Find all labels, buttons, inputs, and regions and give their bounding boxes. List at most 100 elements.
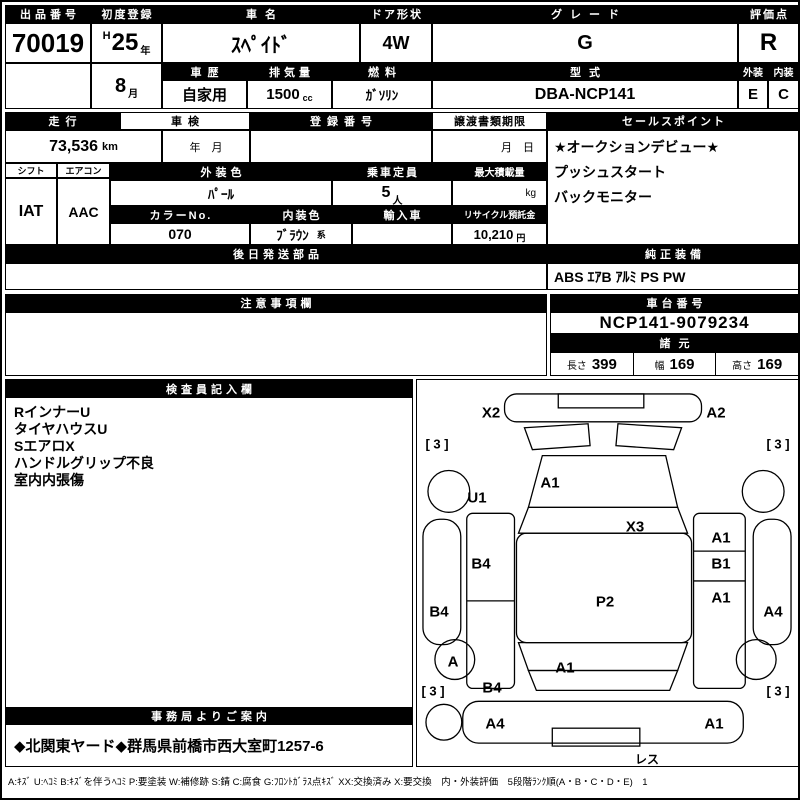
damage-label-sill-left: B4 — [429, 603, 449, 621]
inspector-note-line: RインナーU — [14, 404, 91, 420]
damage-label-quarter-left: B4 — [482, 679, 502, 697]
grade-header: グレード — [432, 5, 738, 23]
capacity-header: 乗車定員 — [332, 163, 452, 180]
damage-label-wheel-rear-left: A — [447, 653, 459, 671]
door-shape-value: 4W — [360, 23, 432, 63]
inspector-note-line: ハンドルグリップ不良 — [14, 455, 154, 471]
height-cell: 高さ 169 — [715, 353, 798, 375]
damage-label-hood: A1 — [540, 474, 560, 492]
rear-plate-shape — [551, 727, 641, 747]
exterior-grade-header: 外装 — [738, 63, 768, 80]
right-sill-shape — [752, 518, 792, 646]
auction-no-value: 70019 — [5, 23, 91, 63]
damage-label-panel-right-front: A1 — [711, 529, 731, 547]
fuel-value: ｶﾞｿﾘﾝ — [332, 80, 432, 109]
recycle-deposit-unit: 円 — [516, 232, 526, 243]
grade-value: G — [432, 23, 738, 63]
inspector-box: 検査員記入欄 RインナーU タイヤハウスU SエアロX ハンドルグリップ不良 室… — [5, 379, 413, 767]
car-name-value: ｽﾍﾟｲﾄﾞ — [162, 23, 360, 63]
damage-label-door-right-rear: A1 — [711, 589, 731, 607]
import-empty-cell — [352, 223, 452, 245]
exterior-grade-value: E — [738, 80, 768, 109]
rear-window-shape — [517, 641, 689, 672]
fuel-header: 燃料 — [332, 63, 432, 80]
height-value: 169 — [757, 355, 783, 373]
recycle-deposit-value: 10,210 — [473, 226, 514, 242]
length-value: 399 — [591, 355, 617, 373]
aircon-value: AAC — [57, 178, 110, 245]
month-suffix: 月 — [128, 88, 139, 100]
reg-year-value: 25 — [111, 29, 139, 56]
damage-label-sill-right: A4 — [763, 603, 783, 621]
inspector-note-line: SエアロX — [14, 438, 75, 454]
roof-shape — [515, 532, 693, 644]
front-plate-shape — [557, 393, 645, 409]
recycle-deposit-header: リサイクル預託金 — [452, 206, 547, 223]
left-sill-shape — [422, 518, 462, 646]
sales-point-line: プッシュスタート — [554, 164, 666, 180]
chassis-no-header: 車台番号 — [550, 294, 798, 312]
displacement-cell: 1500 cc — [247, 80, 332, 109]
length-label: 長さ — [566, 360, 587, 372]
headlight-right-shape — [615, 423, 683, 451]
damage-label-corner-front-right: A2 — [706, 404, 726, 422]
interior-color-header: 内装色 — [250, 206, 352, 223]
capacity-unit: 人 — [392, 195, 403, 207]
sales-point-box: ★オークションデビュー★ プッシュスタート バックモニター — [547, 130, 798, 245]
sales-point-line: バックモニター — [554, 189, 652, 205]
capacity-value: 5 — [381, 184, 391, 201]
inspector-header: 検査員記入欄 — [6, 380, 412, 398]
interior-grade-value: C — [768, 80, 798, 109]
aircon-header: エアコン — [57, 163, 110, 178]
later-parts-empty-cell — [5, 263, 547, 290]
first-reg-year-cell: H 25 年 — [91, 23, 162, 63]
score-value: R — [738, 23, 798, 63]
damage-label-door-left: B4 — [471, 555, 491, 573]
shaken-value: 年 月 — [162, 130, 250, 163]
damage-label-fender-front-left: U1 — [467, 489, 487, 507]
caution-notes-header: 注意事項欄 — [5, 294, 547, 312]
damage-diagram: X2 A2 [ 3 ] [ 3 ] A1 U1 X3 A1 B4 B1 P2 A… — [416, 379, 798, 767]
factory-equipment-header: 純正装備 — [547, 245, 798, 263]
mileage-unit: km — [102, 140, 118, 153]
sales-point-line: ★オークションデビュー★ — [554, 139, 720, 155]
interior-color-value: ﾌﾞﾗｳﾝ — [276, 227, 309, 243]
dimensions-header: 諸元 — [550, 334, 798, 352]
era-letter: H — [102, 30, 111, 42]
transfer-deadline-header: 譲渡書類期限 — [432, 112, 547, 130]
mileage-value: 73,536 — [49, 137, 99, 155]
car-name-header: 車名 — [162, 5, 360, 23]
auction-no-empty-cell — [5, 63, 91, 109]
shaken-header: 車検 — [120, 112, 250, 130]
inspector-note-line: 室内内張傷 — [14, 472, 84, 488]
color-no-header: カラーNo. — [110, 206, 250, 223]
height-label: 高さ — [732, 360, 753, 372]
interior-color-suffix: 系 — [316, 229, 326, 240]
damage-label-roof: P2 — [595, 593, 615, 611]
office-info-header: 事務局よりご案内 — [6, 707, 412, 725]
damage-label-bumper-rear-left: A4 — [485, 715, 505, 733]
model-value: DBA-NCP141 — [432, 80, 738, 109]
displacement-unit: cc — [302, 92, 313, 103]
caution-notes-empty-area — [5, 312, 547, 376]
right-doors-shape — [692, 512, 746, 690]
displacement-value: 1500 — [266, 86, 300, 103]
spare-tire — [425, 703, 463, 741]
shift-header: シフト — [5, 163, 57, 178]
reg-month-value: 8 — [114, 74, 127, 97]
transfer-deadline-value: 月 日 — [432, 130, 547, 163]
capacity-cell: 5 人 — [332, 180, 452, 207]
dimensions-row: 長さ 399 幅 169 高さ 169 — [550, 352, 798, 376]
mileage-cell: 73,536 km — [5, 130, 162, 163]
import-header: 輸入車 — [352, 206, 452, 223]
registration-no-header: 登録番号 — [250, 112, 432, 130]
displacement-header: 排気量 — [247, 63, 332, 80]
chassis-no-value: NCP141-9079234 — [550, 312, 798, 334]
headlight-left-shape — [523, 423, 591, 451]
max-load-value: kg — [452, 180, 547, 206]
shift-value: IAT — [5, 178, 57, 245]
exterior-color-value: ﾊﾟｰﾙ — [110, 180, 332, 206]
damage-label-bumper-rear-right: A1 — [704, 715, 724, 733]
wheel-front-right — [741, 469, 785, 513]
